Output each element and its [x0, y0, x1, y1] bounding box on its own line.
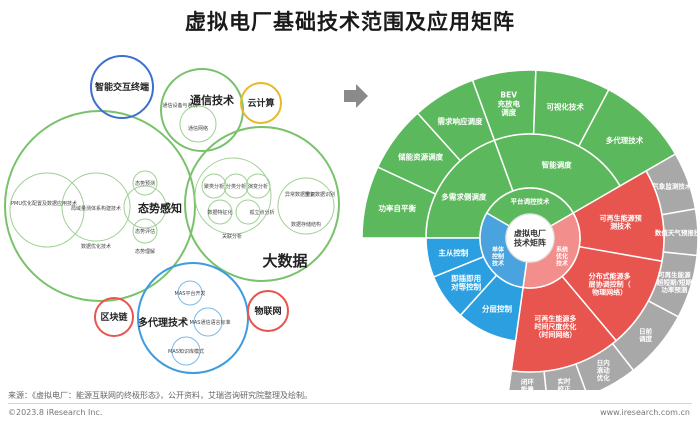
sector-label: 日内滚动优化 [597, 358, 611, 382]
multiagent-item-label: MAS知识库模式 [168, 348, 204, 355]
bigdata-item-label: 演变分析 [248, 183, 268, 190]
sector-label: 可再生能源超短期/短期功率预测 [656, 270, 692, 294]
sector-label: 气象监测技术 [651, 182, 692, 191]
situation-item-label: 局域量测体系构建技术 [71, 205, 121, 212]
cloud-circle [240, 82, 282, 124]
technology-scope-circles: 智能交互终端 通信技术 通信设备与系统 通信网络 云计算 态势感知 PMU优化配… [4, 55, 340, 374]
bigdata-item-label: 孤立点分析 [249, 209, 274, 216]
copyright: ©2023.8 iResearch Inc. [8, 408, 103, 417]
sector-label: 智能调度 [542, 159, 572, 169]
sector-label: 数值天气预报技术 [655, 228, 700, 237]
situation-item-label: PMU优化配置及数据应用技术 [11, 200, 77, 207]
sector-label: 主从控制 [438, 248, 468, 258]
situation-item-label: 态势理解 [135, 248, 155, 255]
cloud-computing-label: 云计算 [247, 97, 274, 109]
sector-label: 功率自平衡 [378, 203, 416, 213]
iot-circle [247, 290, 289, 332]
smart-terminal-circle [90, 55, 154, 119]
multiagent-item-label: MAS平台开发 [175, 290, 206, 297]
sector-label: 可视化技术 [546, 101, 584, 111]
situation-item-label: 态势预测 [135, 180, 155, 187]
sector-label: 平台调控技术 [511, 196, 551, 205]
situation-item-label: 态势评估 [135, 228, 155, 235]
sector-label: 需求响应调度 [437, 116, 482, 126]
sector-label: 单体控制技术 [492, 246, 505, 268]
website: www.iresearch.com.cn [600, 408, 690, 417]
bigdata-item-label: 数据特征化 [207, 209, 232, 216]
sector-label: 多需求侧调度 [441, 191, 486, 201]
sector-label: 系统优化技术 [556, 246, 568, 268]
bigdata-item-label: 数据存储结构 [291, 221, 321, 228]
multiagent-item-label: MAS通信语言标准 [190, 319, 231, 326]
bigdata-item-label: 关联分析 [222, 233, 242, 240]
comm-item-label: 通信网络 [188, 125, 208, 132]
sector-label: 即插即用对等控制 [451, 273, 481, 292]
source-note: 来源：《虚拟电厂：能源互联网的终极形态》，公开资料，艾瑞咨询研究院整理及绘制。 [8, 391, 312, 400]
sector-label: 分层控制 [482, 303, 512, 313]
matrix-center-label: 虚拟电厂技术矩阵 [514, 228, 546, 247]
situation-awareness-label: 态势感知 [138, 201, 182, 215]
bigdata-circle [184, 126, 340, 282]
smart-interaction-terminal-label: 智能交互终端 [95, 81, 149, 93]
bigdata-item-label: 分类分析 [226, 183, 246, 190]
sector-label: 日前调度 [639, 327, 653, 343]
bigdata-item-label: 重复数据识别 [305, 191, 335, 198]
sector-label: 分布式能源多层协调控制（物理网络） [588, 271, 631, 296]
situation-item-label: 数据优化技术 [81, 243, 111, 250]
footer-divider [8, 403, 692, 404]
page-title: 虚拟电厂基础技术范围及应用矩阵 [185, 10, 515, 34]
multiagent-circle [137, 262, 249, 374]
sector-label: 闭环能量控制 [521, 377, 535, 390]
sector-label: 储能资源调度 [398, 152, 443, 162]
iot-label: 物联网 [254, 305, 281, 317]
matrix-center [505, 213, 555, 263]
blockchain-circle [94, 297, 134, 337]
communication-label: 通信技术 [190, 93, 234, 107]
sector-label: 实时校正 [557, 377, 571, 390]
blockchain-label: 区块链 [100, 311, 128, 323]
sector-label: 可再生能源预测技术 [600, 213, 642, 230]
comm-item-label: 通信设备与系统 [162, 102, 197, 109]
arrow-icon [344, 84, 368, 108]
bigdata-item-label: 异常数据辨识 [285, 191, 315, 198]
multiagent-label: 多代理技术 [138, 316, 188, 329]
sector-label: 可再生能源多时间尺度优化（时间网络） [534, 314, 576, 339]
bigdata-label: 大数据 [262, 252, 307, 270]
sector-label: 多代理技术 [606, 135, 644, 145]
situation-circle [4, 110, 196, 302]
bigdata-item-label: 聚类分析 [204, 183, 224, 190]
